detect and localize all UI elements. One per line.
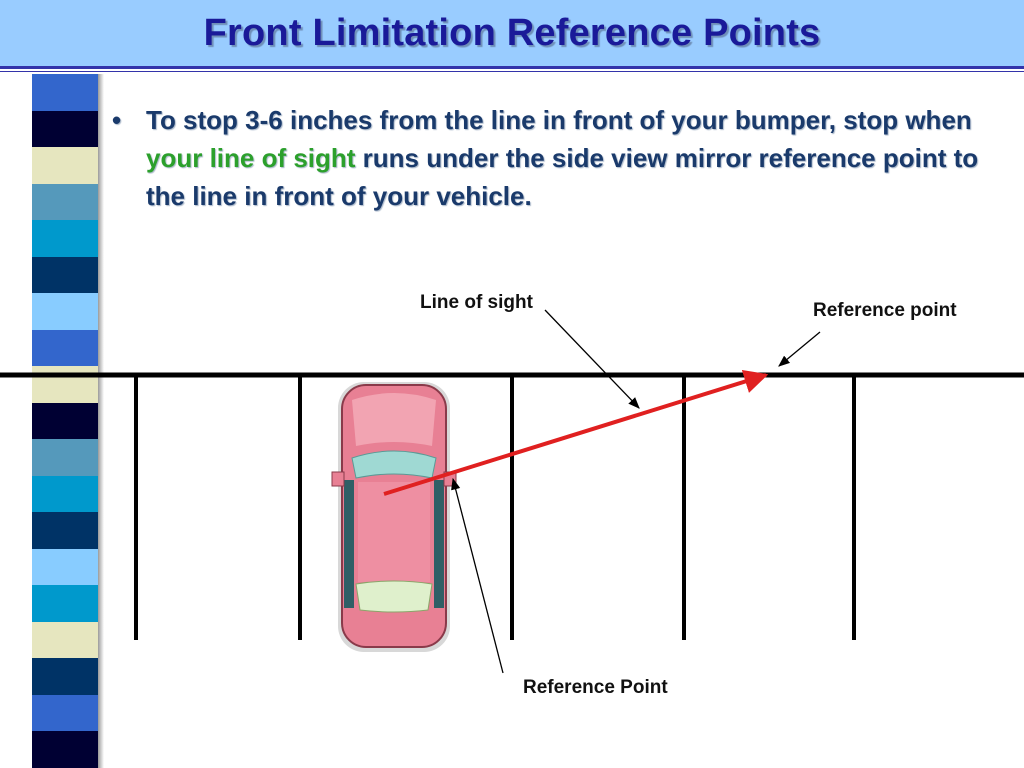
strip-band: [32, 512, 98, 549]
bullet-highlight: your line of sight: [146, 143, 356, 173]
title-underline-thin: [0, 71, 1024, 72]
car-roof: [358, 482, 430, 582]
mirror-reference-pointer: [451, 477, 504, 674]
bullet-dot-icon: •: [112, 105, 122, 135]
strip-band: [32, 475, 98, 513]
strip-band: [32, 402, 98, 440]
strip-band: [32, 731, 98, 768]
car-hood: [352, 393, 436, 446]
line-of-sight-label: Line of sight: [420, 292, 534, 313]
car-left-window: [344, 480, 354, 608]
strip-band: [32, 621, 98, 659]
strip-band: [32, 256, 98, 294]
strip-band: [32, 74, 98, 111]
left-mirror: [331, 471, 345, 487]
strip-band: [32, 366, 98, 403]
strip-band: [32, 220, 98, 257]
bullet-text: To stop 3-6 inches from the line in fron…: [146, 101, 1012, 215]
car-right-window: [434, 480, 444, 608]
line-of-sight-arrow: [383, 369, 769, 496]
strip-band: [32, 658, 98, 695]
car-top-view: [331, 382, 457, 652]
decorative-side-strip: [32, 74, 98, 768]
strip-band: [32, 110, 98, 148]
reference-point-bottom-label: Reference Point: [523, 677, 668, 698]
line-of-sight-pointer: [544, 309, 640, 409]
strip-band: [32, 694, 98, 732]
car-windshield: [351, 450, 437, 479]
reference-point-label: Reference point: [813, 300, 957, 321]
strip-band: [32, 147, 98, 184]
reference-point-pointer: [778, 331, 821, 367]
strip-band: [32, 439, 98, 476]
title-underline: [0, 66, 1024, 69]
side-strip-shadow: [98, 74, 104, 768]
title-bar: [0, 0, 1024, 66]
strip-band: [32, 548, 98, 586]
bullet-point: • To stop 3-6 inches from the line in fr…: [112, 101, 1012, 215]
car-rear-window: [355, 580, 433, 613]
strip-band: [32, 293, 98, 330]
bullet-text-end: runs under the side view mirror referenc…: [146, 143, 979, 211]
strip-band: [32, 329, 98, 367]
slide-title: Front Limitation Reference Points: [203, 12, 821, 54]
strip-band: [32, 585, 98, 622]
bullet-text-start: To stop 3-6 inches from the line in fron…: [146, 105, 972, 135]
strip-band: [32, 183, 98, 221]
